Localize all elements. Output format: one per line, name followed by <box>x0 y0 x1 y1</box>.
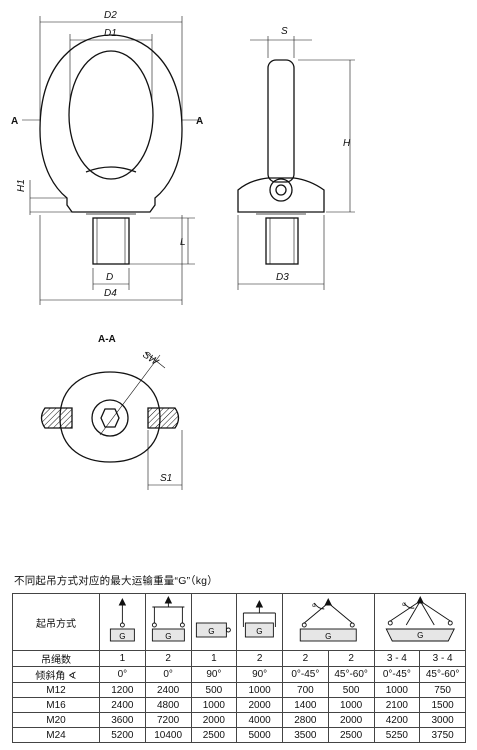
row-label: M20 <box>12 712 100 728</box>
table-cell: 2000 <box>190 712 238 728</box>
table-cell: 45°-60° <box>419 666 466 683</box>
table-cell: 1400 <box>282 697 329 713</box>
dim-d4: D4 <box>104 288 117 299</box>
table-cell: 45°-60° <box>327 666 375 683</box>
diagram-single-horizontal: G <box>190 593 238 651</box>
table-cell: 1 <box>190 650 238 667</box>
table-cell: 3500 <box>282 727 329 743</box>
table-cell: 2500 <box>327 727 375 743</box>
table-cell: 2 <box>236 650 283 667</box>
table-cell: 1500 <box>419 697 466 713</box>
dim-d: D <box>106 272 113 283</box>
dim-h: H <box>343 138 351 149</box>
load-symbol: G <box>119 632 125 641</box>
table-cell: 500 <box>190 682 238 698</box>
table-cell: 2400 <box>99 697 146 713</box>
table-cell: 1000 <box>236 682 283 698</box>
svg-text:G: G <box>257 627 263 636</box>
table-row: 倾斜角 ∢0°0°90°90°0°-45°45°-60°0°-45°45°-60… <box>12 666 466 683</box>
table-cell: 2400 <box>144 682 192 698</box>
table-cell: 2800 <box>282 712 329 728</box>
dim-s1: S1 <box>160 473 172 484</box>
dim-d3: D3 <box>276 272 289 283</box>
table-cell: 4000 <box>236 712 283 728</box>
dim-h1: H1 <box>16 179 27 192</box>
load-table: 起吊方式 G G G <box>12 593 466 743</box>
table-cell: 0° <box>144 666 192 683</box>
svg-text:α: α <box>312 603 316 609</box>
diagram-double-vertical: G <box>144 593 192 651</box>
table-row: 起吊方式 G G G <box>12 593 466 651</box>
technical-drawing: D2 D1 S A A H H1 L D D4 D3 A-A SW S1 <box>11 10 355 490</box>
dim-l: L <box>180 237 186 248</box>
svg-text:G: G <box>325 632 331 641</box>
svg-text:G: G <box>417 631 423 640</box>
table-cell: 2000 <box>236 697 283 713</box>
table-cell: 5200 <box>99 727 146 743</box>
svg-text:G: G <box>208 627 214 636</box>
section-title: A-A <box>98 334 116 345</box>
table-cell: 5000 <box>236 727 283 743</box>
diagram-double-horizontal: G <box>236 593 283 651</box>
table-cell: 1000 <box>373 682 421 698</box>
row-label: M24 <box>12 727 100 743</box>
table-cell: 1000 <box>190 697 238 713</box>
table-caption: 不同起吊方式对应的最大运输重量“G”（kg） <box>14 575 218 587</box>
row-label: M12 <box>12 682 100 698</box>
section-mark-right: A <box>196 116 203 127</box>
table-cell: 90° <box>236 666 283 683</box>
table-cell: 7200 <box>144 712 192 728</box>
row-label: M16 <box>12 697 100 713</box>
table-cell: 2500 <box>190 727 238 743</box>
table-cell: 3750 <box>419 727 466 743</box>
table-cell: 4200 <box>373 712 421 728</box>
dim-d2: D2 <box>104 10 117 21</box>
front-view <box>22 16 200 305</box>
row-label: 吊绳数 <box>12 650 100 667</box>
table-cell: 500 <box>327 682 375 698</box>
section-view <box>40 351 183 490</box>
table-cell: 0°-45° <box>373 666 421 683</box>
diagram-multi-strand-angled: α G <box>373 593 466 651</box>
table-cell: 1 <box>99 650 146 667</box>
table-cell: 2 <box>282 650 329 667</box>
table-cell: 0°-45° <box>282 666 329 683</box>
dim-sw: SW <box>140 349 161 368</box>
table-cell: 3 - 4 <box>373 650 421 667</box>
table-cell: 5250 <box>373 727 421 743</box>
table-cell: 90° <box>190 666 238 683</box>
table-cell: 3 - 4 <box>419 650 466 667</box>
side-view <box>237 36 355 290</box>
table-cell: 2 <box>144 650 192 667</box>
table-cell: 10400 <box>144 727 192 743</box>
table-cell: 3600 <box>99 712 146 728</box>
table-cell: 3000 <box>419 712 466 728</box>
table-cell: 700 <box>282 682 329 698</box>
table-cell: 1000 <box>327 697 375 713</box>
diagram-two-strand-angled: α G <box>282 593 375 651</box>
row-label: 倾斜角 ∢ <box>12 666 100 683</box>
table-cell: 4800 <box>144 697 192 713</box>
dim-d1: D1 <box>104 28 117 39</box>
table-cell: 2100 <box>373 697 421 713</box>
svg-text:α: α <box>402 602 406 608</box>
header-label: 起吊方式 <box>12 593 100 651</box>
table-cell: 0° <box>99 666 146 683</box>
table-cell: 2 <box>327 650 375 667</box>
table-cell: 750 <box>419 682 466 698</box>
dim-s: S <box>281 26 288 37</box>
section-mark-left: A <box>11 116 18 127</box>
diagram-single-vertical: G <box>99 593 146 651</box>
table-cell: 1200 <box>99 682 146 698</box>
table-cell: 2000 <box>327 712 375 728</box>
svg-text:G: G <box>165 632 171 641</box>
